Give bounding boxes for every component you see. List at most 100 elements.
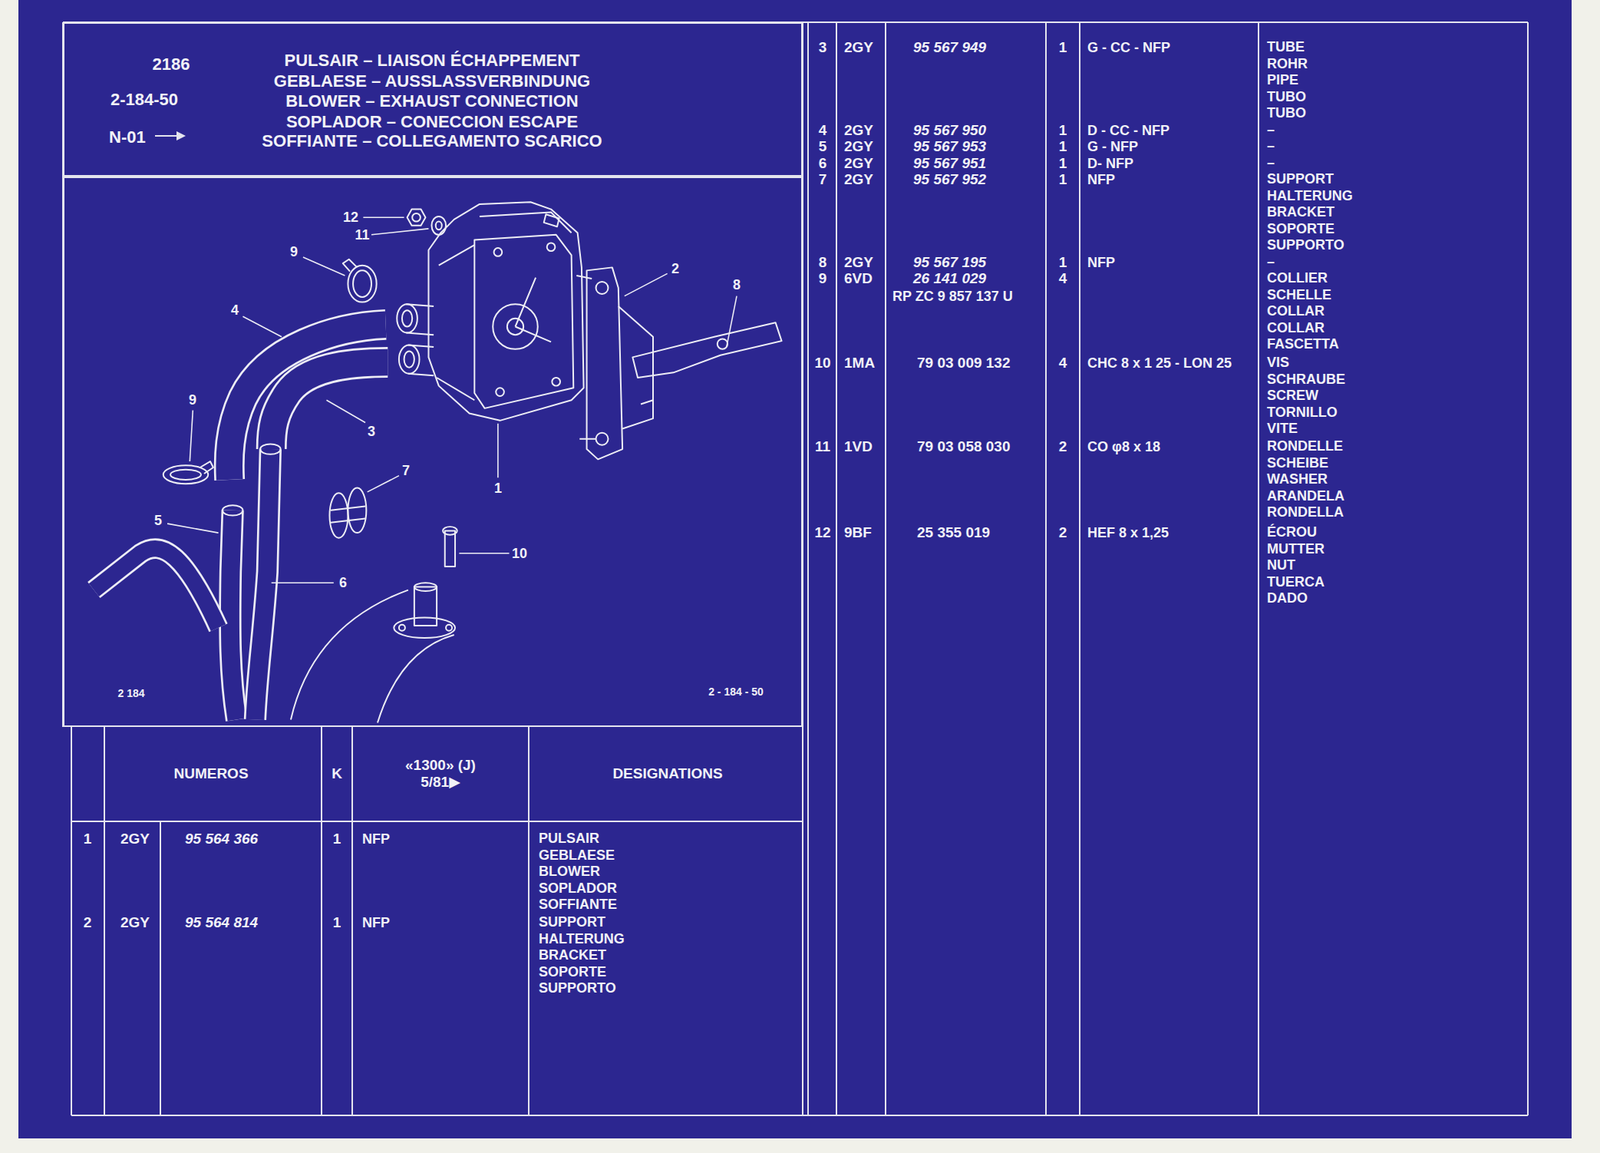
leader-line: [326, 399, 367, 423]
part-code: 2GY: [844, 155, 874, 172]
callout-number: 9: [188, 392, 197, 409]
collar-7: [347, 488, 367, 534]
callout-number: 11: [354, 227, 370, 244]
collar-9: [170, 469, 202, 480]
part-code: 9BF: [844, 524, 872, 542]
table-grid: [103, 726, 106, 1116]
part-number: 95 564 366: [184, 830, 258, 848]
item-number: 2: [83, 913, 93, 931]
leader-line: [189, 410, 193, 462]
part-number: 95 564 814: [184, 913, 258, 931]
part-number: 95 567 949: [913, 39, 987, 57]
sheet-title: SOFFIANTE – COLLEGAMENTO SCARICO: [261, 131, 602, 151]
part-number: 95 567 951: [913, 155, 987, 172]
sheet-reference: 2-184-50: [110, 89, 179, 109]
exhaust-fitting: [414, 587, 437, 627]
designation: –: [1266, 138, 1275, 156]
leader-line: [726, 296, 737, 347]
column-header: «1300» (J) 5/81▶: [395, 756, 486, 791]
collar-9: [343, 259, 358, 272]
quantity: 1: [1058, 39, 1068, 57]
table-grid: [1527, 22, 1529, 1116]
quantity: 1: [333, 830, 342, 848]
item-number: 6: [818, 155, 828, 172]
designation: ÉCROU MUTTER NUT TUERCA DADO: [1266, 524, 1325, 608]
pipe-6: [254, 448, 271, 720]
designation: COLLIER SCHELLE COLLAR COLLAR FASCETTA: [1266, 270, 1340, 353]
hose-3: [271, 362, 389, 449]
column-header: DESIGNATIONS: [612, 765, 723, 782]
sheet-title: GEBLAESE – AUSSLASSVERBINDUNG: [273, 71, 591, 91]
quantity: 1: [1058, 171, 1068, 189]
sheet-title: PULSAIR – LIAISON ÉCHAPPEMENT: [283, 50, 580, 70]
item-number: 11: [814, 438, 831, 456]
nut-12: [407, 209, 426, 226]
sheet-reference: 2 - 184 - 50: [708, 685, 764, 698]
callout-number: 2: [671, 260, 680, 278]
column-header: NUMEROS: [173, 765, 248, 782]
leader-line: [497, 423, 499, 478]
table-grid: [71, 1114, 1528, 1116]
blower-body: [428, 201, 584, 421]
support-2: [576, 267, 654, 459]
leader-line: [371, 228, 429, 235]
leader-line: [303, 257, 346, 276]
table-grid: [835, 22, 838, 1116]
sheet-reference: 2186: [152, 54, 191, 74]
screw-10: [445, 530, 456, 567]
blower-body: [551, 377, 561, 386]
blower-outlet: [402, 310, 413, 327]
item-number: 12: [814, 524, 831, 542]
quantity: 1: [1058, 155, 1068, 172]
table-grid: [1078, 22, 1081, 1116]
quantity: 1: [1058, 254, 1068, 271]
film-ground: [18, 0, 1572, 1139]
table-grid: [351, 726, 353, 1116]
part-number: 79 03 009 132: [917, 354, 1011, 372]
collar-7: [329, 488, 367, 538]
part-code: 6VD: [844, 270, 873, 288]
exhaust-pipe: [93, 548, 218, 628]
table-grid: [1257, 22, 1260, 1116]
washer-11: [435, 221, 443, 231]
nut-12: [407, 209, 426, 226]
collar-7: [329, 492, 348, 538]
pipe-5: [222, 504, 244, 515]
callout-number: 12: [343, 209, 359, 226]
part-number: 95 567 195: [913, 254, 987, 271]
part-number: 95 567 953: [913, 138, 987, 156]
leader-line: [624, 273, 668, 296]
part-number: RP ZC 9 857 137 U: [892, 288, 1013, 305]
blower-outlet: [396, 303, 418, 333]
item-number: 5: [818, 138, 828, 156]
washer-11: [431, 216, 446, 235]
pipe-6: [254, 443, 281, 720]
fitment-note: CHC 8 x 1 25 - LON 25: [1087, 355, 1232, 372]
blower-outlet: [405, 303, 434, 376]
fitment-note: G - NFP: [1087, 138, 1139, 156]
collar-9: [163, 465, 209, 484]
washer-11: [431, 216, 446, 235]
collar-9: [163, 461, 214, 484]
exhaust-pipe: [377, 634, 455, 723]
pipe-5: [230, 510, 238, 720]
item-number: 1: [83, 830, 93, 848]
leader-line: [367, 475, 400, 492]
blower-body: [436, 244, 475, 400]
header-box: 21862-184-50N-01PULSAIR – LIAISON ÉCHAPP…: [62, 22, 803, 177]
fitment-note: CO φ8 x 18: [1087, 438, 1161, 456]
collar-9: [347, 265, 377, 303]
table-grid: [62, 22, 1528, 1116]
exploded-view: [93, 201, 782, 723]
item-number: 3: [818, 39, 828, 57]
collar-9: [352, 270, 372, 297]
exhaust-fitting: [393, 582, 456, 638]
fitment-note: D- NFP: [1087, 155, 1134, 172]
part-code: 1MA: [844, 354, 875, 372]
designation: SUPPORT HALTERUNG BRACKET SOPORTE SUPPOR…: [538, 913, 625, 997]
blower-outlet: [399, 344, 420, 373]
part-code: 2GY: [844, 122, 874, 139]
fitment-note: G - CC - NFP: [1087, 39, 1171, 57]
part-number: 95 567 952: [913, 171, 987, 189]
